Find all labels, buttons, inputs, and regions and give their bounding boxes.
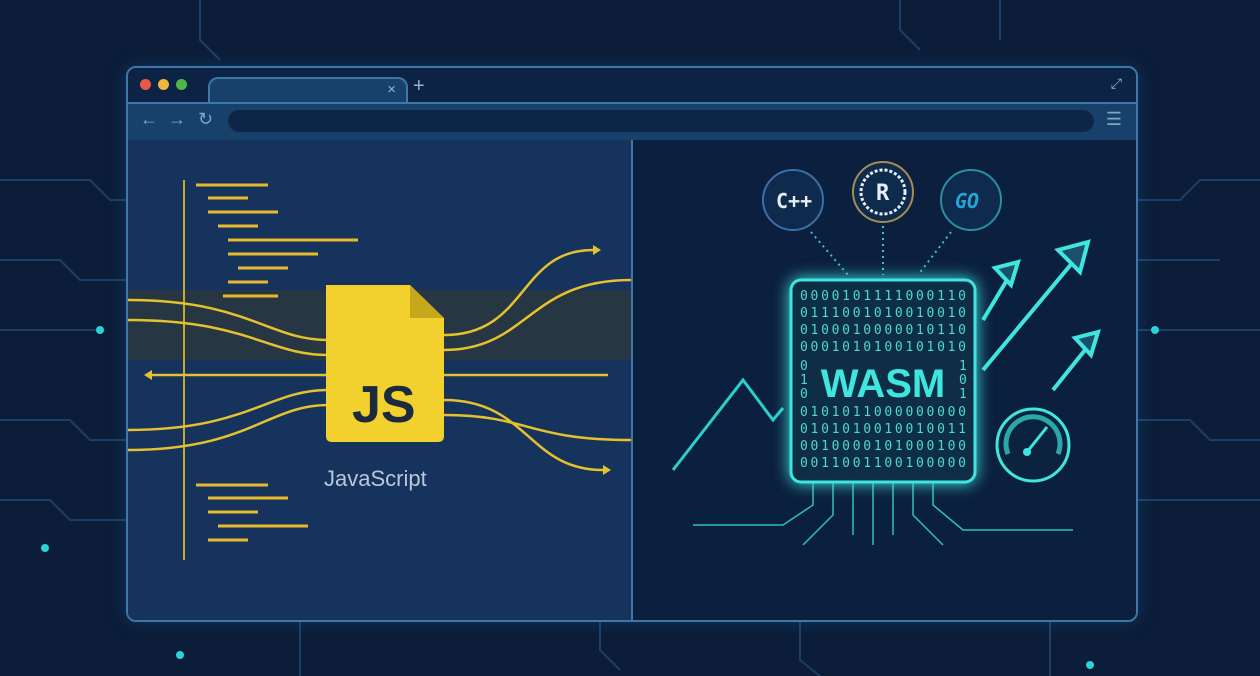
go-logo: GO bbox=[940, 169, 1002, 231]
expand-icon[interactable]: ⤢ bbox=[1110, 75, 1122, 91]
content-area: JS JavaScript C++ bbox=[128, 140, 1136, 620]
wasm-chip: 0000101111000110011100101001001001000100… bbox=[789, 278, 977, 484]
address-bar[interactable] bbox=[228, 110, 1094, 132]
compile-arrows bbox=[810, 226, 952, 276]
minimize-window-button[interactable] bbox=[158, 79, 169, 90]
rust-label: R bbox=[876, 181, 890, 206]
toolbar: ← → ↻ ☰ bbox=[128, 102, 1136, 142]
performance-wave bbox=[671, 377, 785, 471]
wasm-label: WASM bbox=[821, 362, 945, 406]
binary-side-digit: 0 bbox=[800, 359, 808, 374]
reload-button[interactable]: ↻ bbox=[198, 109, 214, 129]
binary-side-digit: 0 bbox=[959, 373, 967, 388]
binary-side-digit: 1 bbox=[959, 359, 967, 374]
browser-window: × + ⤢ ← → ↻ ☰ bbox=[126, 66, 1138, 622]
binary-side-digit: 1 bbox=[800, 373, 808, 388]
javascript-illustration: JS bbox=[128, 180, 632, 560]
data-flow-lines bbox=[128, 248, 632, 472]
binary-side-digit: 1 bbox=[959, 387, 967, 402]
arrow-right-icon bbox=[603, 465, 611, 475]
arrow-right-icon bbox=[593, 245, 601, 255]
wasm-illustration: C++ R GO 0000101111000110011100101001001… bbox=[671, 161, 1101, 546]
javascript-caption: JavaScript bbox=[324, 466, 427, 491]
growth-arrows bbox=[981, 239, 1101, 392]
code-lines bbox=[196, 183, 358, 542]
js-file-icon: JS bbox=[326, 285, 444, 442]
forward-button[interactable]: → bbox=[168, 109, 186, 129]
title-bar: × + ⤢ bbox=[128, 68, 1136, 106]
maximize-window-button[interactable] bbox=[176, 79, 187, 90]
close-window-button[interactable] bbox=[140, 79, 151, 90]
circuit-traces bbox=[693, 482, 1073, 546]
javascript-panel: JS JavaScript bbox=[128, 140, 632, 620]
js-badge: JS bbox=[352, 376, 416, 434]
go-label: GO bbox=[955, 189, 979, 213]
rust-logo: R bbox=[852, 161, 914, 223]
tab-close-icon[interactable]: × bbox=[387, 81, 396, 98]
new-tab-button[interactable]: + bbox=[413, 75, 425, 97]
cpp-logo: C++ bbox=[762, 169, 824, 231]
menu-icon[interactable]: ☰ bbox=[1105, 109, 1122, 129]
browser-tab[interactable]: × bbox=[208, 77, 408, 106]
cpp-label: C++ bbox=[776, 189, 812, 213]
speedometer-icon bbox=[995, 407, 1071, 483]
arrow-left-icon bbox=[144, 370, 152, 380]
back-button[interactable]: ← bbox=[140, 109, 158, 129]
binary-side-digit: 0 bbox=[800, 387, 808, 402]
